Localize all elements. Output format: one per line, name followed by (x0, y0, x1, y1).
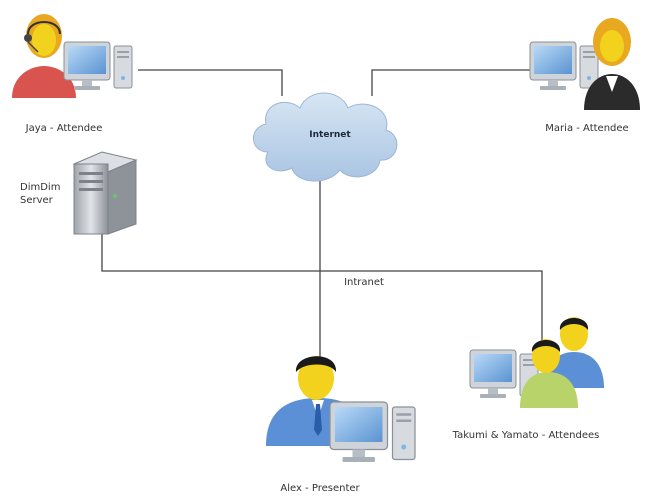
jaya-internet-link (138, 69, 283, 96)
takumi-label: Takumi & Yamato - Attendees (452, 430, 600, 441)
server-label-line1: DimDim (20, 182, 61, 193)
jaya-label: Jaya - Attendee (25, 123, 103, 134)
connection-lines (101, 69, 543, 362)
attendee-headset-computer-icon (12, 14, 133, 98)
internet-label: Internet (309, 130, 351, 140)
server-tower-icon (72, 151, 138, 235)
server-label: DimDim Server (20, 181, 60, 207)
intranet-link (101, 232, 543, 342)
alex-label: Alex - Presenter (280, 483, 360, 494)
intranet-label: Intranet (344, 277, 384, 288)
server-label-line2: Server (20, 195, 53, 206)
presenter-computer-icon (266, 356, 416, 463)
cloud-icon (253, 92, 398, 182)
maria-label: Maria - Attendee (545, 123, 629, 134)
attendee-computer-icon (529, 18, 640, 110)
two-attendees-computer-icon (469, 317, 604, 408)
maria-internet-link (371, 69, 530, 96)
